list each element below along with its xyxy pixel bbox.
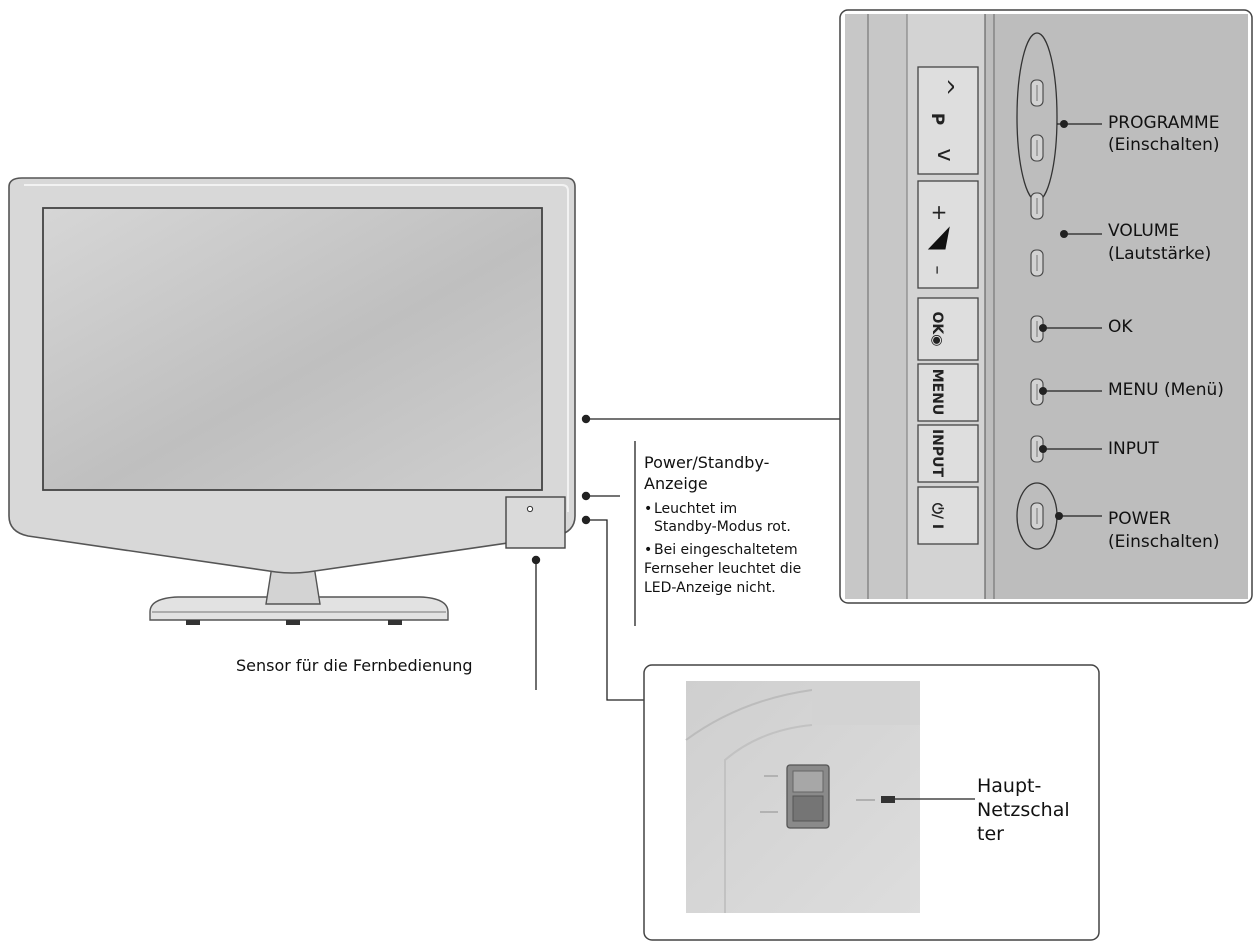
- switch-photo-housing-edge: [685, 689, 920, 741]
- leader-line-main-switch: [586, 519, 644, 701]
- leader-lines: [535, 418, 840, 701]
- tv-stand-foot: [186, 620, 200, 625]
- ok-label: OK: [1108, 317, 1133, 337]
- main-switch-callout: [643, 664, 1100, 941]
- tv-stand-base: [149, 596, 449, 621]
- leader-dot: [581, 491, 591, 501]
- input-label: INPUT: [1108, 439, 1159, 459]
- prog-up-icon: ^: [932, 78, 957, 96]
- volume-sublabel: (Lautstärke): [1108, 244, 1212, 264]
- callout-dots: [1039, 120, 1068, 520]
- power-sublabel: (Einschalten): [1108, 532, 1220, 552]
- input-key[interactable]: [917, 424, 979, 483]
- leader-dot: [581, 414, 591, 424]
- power-key-label: ⏻/ I: [929, 503, 945, 529]
- programme-sublabel: (Einschalten): [1108, 135, 1220, 155]
- panel-rail-right: [985, 14, 1248, 599]
- tv-screen: [42, 207, 543, 491]
- bullet-icon: •: [644, 501, 653, 517]
- menu-label: MENU (Menü): [1108, 380, 1224, 400]
- bullet-icon: •: [644, 542, 653, 558]
- ok-key-label: OK◉: [929, 312, 945, 347]
- menu-key[interactable]: [917, 363, 979, 422]
- ok-key[interactable]: [917, 297, 979, 361]
- side-panel-callout: ^ P v + – OK◉ MENU INPUT ⏻/ I: [839, 9, 1253, 604]
- tv-stand-foot: [286, 620, 300, 625]
- main-power-switch-rocker: [792, 770, 824, 793]
- leader-dot: [531, 555, 541, 565]
- indicator-note-1: •Leuchtet im: [644, 501, 738, 517]
- programme-key[interactable]: [917, 66, 979, 175]
- power-label: POWER: [1108, 509, 1171, 529]
- leader-dots: [531, 414, 591, 565]
- main-power-switch-rocker: [792, 795, 824, 822]
- main-switch-label-2: Netzschal: [977, 799, 1070, 821]
- volume-label: VOLUME: [1108, 221, 1180, 241]
- power-led-icon: [526, 505, 534, 513]
- tv-stand-foot: [388, 620, 402, 625]
- sensor-window: [505, 496, 566, 549]
- tv-bezel-inner-edge: [24, 184, 569, 512]
- power-key[interactable]: [917, 486, 979, 545]
- panel-rail-left: [845, 14, 907, 599]
- callout-leaders: [1043, 123, 1102, 517]
- prog-down-icon: v: [932, 148, 957, 161]
- indicator-note-2: •Bei eingeschaltetem: [644, 542, 798, 558]
- indicator-note-2c: LED-Anzeige nicht.: [644, 580, 776, 596]
- vol-minus-icon: –: [927, 266, 948, 275]
- input-key-label: INPUT: [929, 429, 945, 478]
- programme-label: PROGRAMME: [1108, 113, 1220, 133]
- switch-photo-housing-edge: [724, 724, 813, 913]
- indicator-note-2b: Fernseher leuchtet die: [644, 561, 802, 577]
- menu-key-label: MENU: [929, 369, 945, 416]
- main-switch-label: Haupt-: [977, 775, 1042, 797]
- sensor-label: Sensor für die Fernbedienung: [236, 656, 473, 675]
- volume-wedge-icon: [927, 226, 950, 250]
- indicator-title-2: Anzeige: [644, 474, 708, 493]
- main-switch-label-3: ter: [977, 823, 1004, 845]
- vol-plus-icon: +: [931, 200, 948, 224]
- panel-keys: [917, 66, 979, 545]
- indicator-title: Power/Standby-: [644, 453, 770, 472]
- tv-front-view: [8, 177, 576, 625]
- prog-p-label: P: [927, 113, 947, 125]
- leader-dot: [581, 515, 591, 525]
- switch-indicator-mark: [881, 796, 895, 803]
- switch-photo-recess: [812, 681, 920, 725]
- indicator-note-1b: Standby-Modus rot.: [654, 519, 791, 535]
